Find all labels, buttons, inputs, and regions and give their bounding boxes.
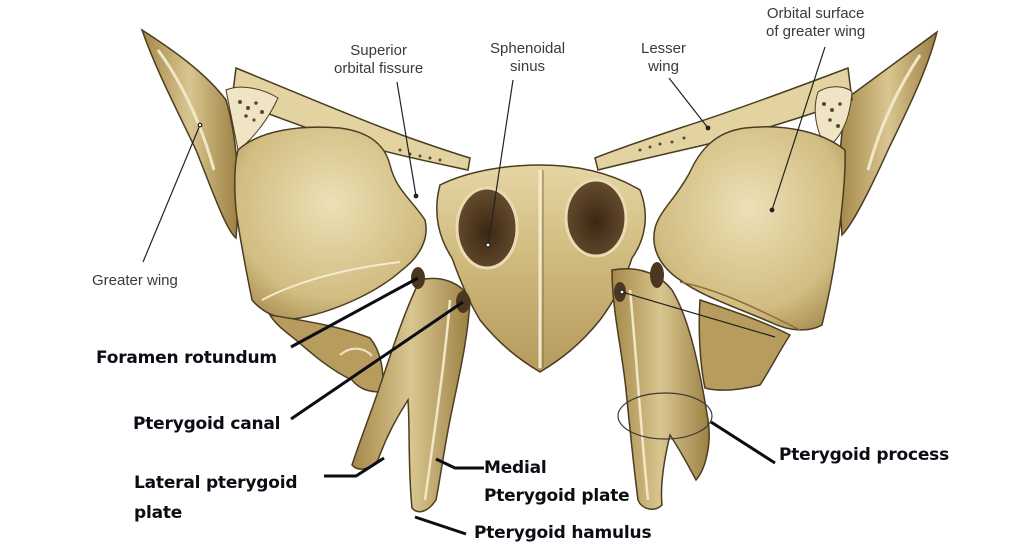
right-sphenoidal-sinus-opening — [564, 178, 628, 258]
label-pterygoid-canal: Pterygoid canal — [133, 412, 280, 436]
leader-lateral-pterygoid-plate — [324, 456, 385, 478]
label-pterygoid-canal-text: Pterygoid canal — [133, 414, 281, 434]
label-superior-orbital-fissure-line2: orbital fissure — [334, 60, 424, 77]
left-greater-wing-spine — [140, 28, 239, 240]
leader-medial-pterygoid-plate — [435, 457, 484, 470]
label-foramen-rotundum-text: Foramen rotundum — [96, 348, 277, 368]
leader-superior-orbital-fissure — [396, 81, 417, 197]
right-foramen-rotundum — [650, 262, 664, 288]
label-lateral-pterygoid-plate-line2: plate — [134, 503, 183, 523]
leader-sphenoidal-sinus — [487, 79, 514, 246]
label-sphenoidal-sinus-line2: sinus — [510, 58, 546, 75]
label-orbital-surface-of-greater-wing: Orbital surface of greater wing — [766, 5, 865, 41]
leader-lesser-wing — [668, 77, 709, 129]
leader-orbital-surface — [771, 46, 826, 211]
label-pterygoid-hamulus: Pterygoid hamulus — [474, 521, 652, 545]
right-greater-wing-spine — [838, 30, 939, 237]
label-lesser-wing: Lesser wing — [641, 40, 686, 76]
leader-pterygoid-process — [710, 420, 776, 465]
left-greater-wing — [233, 126, 427, 320]
leader-right-foramen — [621, 291, 776, 338]
label-sphenoidal-sinus: Sphenoidal sinus — [490, 40, 565, 76]
label-orbital-surface-line1: Orbital surface — [766, 5, 865, 22]
sphenoid-body — [436, 164, 647, 373]
leader-pterygoid-canal — [290, 300, 464, 421]
leader-pterygoid-hamulus — [414, 515, 467, 536]
label-superior-orbital-fissure-line1: Superior — [350, 42, 407, 59]
pterygoid-process-marker-ellipse — [617, 392, 713, 440]
left-infratemporal-flap — [268, 313, 384, 393]
label-lateral-pterygoid-plate-line1: Lateral pterygoid — [134, 473, 298, 493]
label-pterygoid-hamulus-text: Pterygoid hamulus — [474, 523, 652, 543]
right-greater-wing — [653, 126, 846, 331]
label-lateral-pterygoid-plate: Lateral pterygoid plate — [134, 468, 297, 528]
label-superior-orbital-fissure: Superior orbital fissure — [334, 42, 423, 78]
leader-foramen-rotundum — [290, 276, 419, 349]
leader-greater-wing — [142, 124, 201, 263]
right-infratemporal-flap — [698, 298, 792, 391]
label-greater-wing-text: Greater wing — [92, 272, 178, 289]
label-greater-wing: Greater wing — [92, 272, 178, 290]
label-pterygoid-process-text: Pterygoid process — [779, 445, 950, 465]
label-lesser-wing-line2: wing — [648, 58, 679, 75]
bold-leader-lines — [290, 276, 776, 536]
label-foramen-rotundum: Foramen rotundum — [96, 346, 277, 370]
label-medial-pterygoid-plate-line1: Medial — [484, 458, 547, 478]
label-sphenoidal-sinus-line1: Sphenoidal — [490, 40, 566, 57]
left-pterygoid-process — [351, 267, 471, 513]
label-pterygoid-process: Pterygoid process — [779, 443, 949, 467]
label-orbital-surface-line2: of greater wing — [766, 23, 866, 40]
thin-leader-lines — [142, 46, 826, 338]
right-pterygoid-process — [611, 262, 713, 510]
label-medial-pterygoid-plate-line2: Pterygoid plate — [484, 486, 630, 506]
left-sphenoidal-sinus-opening — [455, 186, 519, 270]
label-lesser-wing-line1: Lesser — [641, 40, 687, 57]
label-medial-pterygoid-plate: Medial Pterygoid plate — [484, 454, 630, 510]
